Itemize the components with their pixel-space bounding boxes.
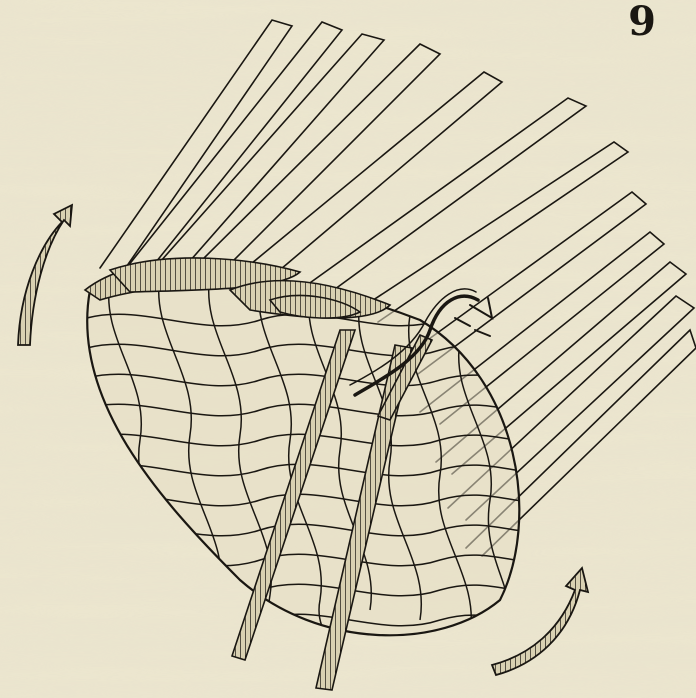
- step-number-label: 9: [628, 2, 656, 42]
